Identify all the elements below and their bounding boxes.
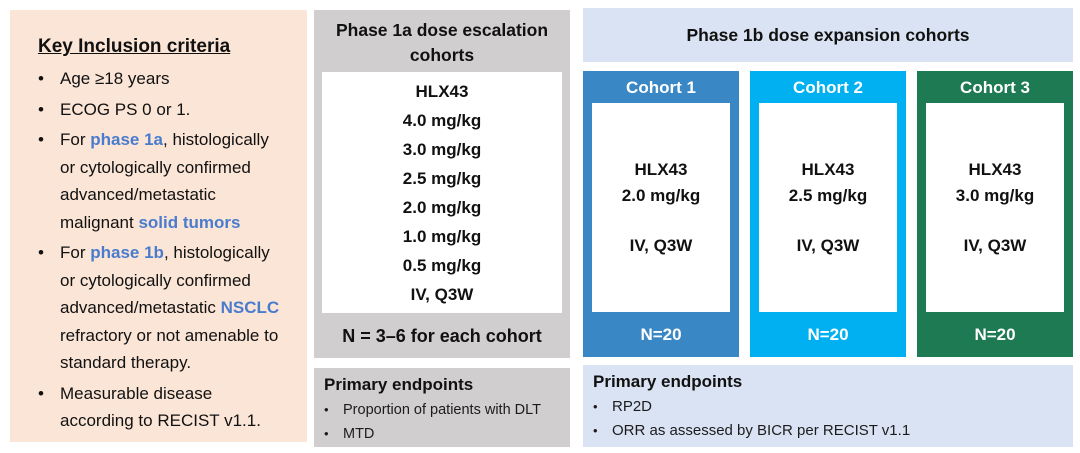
inclusion-criteria-panel: Key Inclusion criteria • Age ≥18 years • EC… <box>10 10 307 442</box>
phase1a-dose-level: 2.5 mg/kg <box>402 168 482 188</box>
phase1a-schedule: IV, Q3W <box>410 284 474 304</box>
phase1b-endpoints-box: Primary endpoints • RP2D • ORR as assessed … <box>583 365 1073 447</box>
bullet-marker: • <box>593 423 598 438</box>
cohort-drug-name: HLX43 <box>968 159 1022 179</box>
cohort-dose: 3.0 mg/kg <box>955 185 1035 205</box>
plain-text: refractory or not amenable to standard t… <box>60 325 279 373</box>
cohort-dose: 2.0 mg/kg <box>621 185 701 205</box>
bullet-marker: • <box>593 399 598 414</box>
endpoint-text: ORR as assessed by BICR per RECIST v1.1 <box>612 422 911 439</box>
cohort-dose: 2.5 mg/kg <box>788 185 868 205</box>
inclusion-criteria-title: Key Inclusion criteria <box>38 36 231 57</box>
bullet-marker: • <box>38 243 44 262</box>
cohort-header: Cohort 1 <box>626 78 696 97</box>
bullet-marker: • <box>38 383 44 403</box>
cohort-schedule: IV, Q3W <box>796 235 860 255</box>
phase1a-dose-level: 2.0 mg/kg <box>402 197 482 217</box>
endpoint-text: RP2D <box>612 398 653 415</box>
cohort-drug-name: HLX43 <box>801 159 855 179</box>
plain-text: ECOG PS 0 or 1. <box>60 99 191 119</box>
phase1a-panel: Phase 1a dose escalation cohorts HLX43 4.… <box>314 10 570 358</box>
endpoint-text: Proportion of patients with DLT <box>343 402 541 418</box>
phase1a-endpoints-list: • Proportion of patients with DLT • MTD <box>324 398 562 446</box>
plain-text: , histologically or cytologically confir… <box>60 243 270 317</box>
plain-text: , histologically or cytologically confir… <box>60 130 269 232</box>
inclusion-bullet-text: ECOG PS 0 or 1. <box>60 96 190 124</box>
inclusion-bullet-item: • For phase 1a, histologically or cytolog… <box>38 126 291 236</box>
phase1a-dose-level: 3.0 mg/kg <box>402 139 482 159</box>
phase1a-endpoints-box: Primary endpoints • Proportion of patient… <box>314 368 570 447</box>
highlighted-term: NSCLC <box>220 298 280 317</box>
endpoint-item: • ORR as assessed by BICR per RECIST v1.1 <box>593 419 1065 443</box>
phase1a-drug-name: HLX43 <box>415 81 469 101</box>
bullet-marker: • <box>38 130 44 149</box>
inclusion-bullet-item: • ECOG PS 0 or 1. <box>38 96 291 124</box>
inclusion-bullet-item: • Measurable disease according to RECIST … <box>38 380 291 435</box>
phase1a-dose-box: HLX43 4.0 mg/kg 3.0 mg/kg 2.5 mg/kg 2.0 mg/k… <box>322 72 562 313</box>
cohort-header: Cohort 2 <box>793 78 863 97</box>
cohort-n-badge: N=20 <box>807 324 849 344</box>
plain-text: Age ≥18 years <box>60 69 170 88</box>
plain-text: For <box>60 243 91 262</box>
cohort-header: Cohort 3 <box>960 78 1030 97</box>
bullet-marker: • <box>38 99 44 119</box>
inclusion-bullet-item: • For phase 1b, histologically or cytolog… <box>38 239 291 377</box>
plain-text: Measurable disease according to RECIST v… <box>60 383 261 431</box>
highlighted-term: phase 1b <box>90 243 164 262</box>
highlighted-term: phase 1a <box>90 130 163 149</box>
phase1a-dose-level: 4.0 mg/kg <box>402 110 482 130</box>
cohort-n-badge: N=20 <box>974 324 1016 344</box>
endpoint-item: • MTD <box>324 422 562 446</box>
endpoint-item: • Proportion of patients with DLT <box>324 398 562 422</box>
bullet-marker: • <box>324 426 329 441</box>
cohort-n-badge: N=20 <box>640 324 682 344</box>
phase1b-endpoints-list: • RP2D • ORR as assessed by BICR per RECIST… <box>593 395 1065 443</box>
cohort-schedule: IV, Q3W <box>629 235 693 255</box>
inclusion-bullet-text: For phase 1a, histologically or cytologi… <box>60 126 284 236</box>
phase1a-dose-level: 1.0 mg/kg <box>402 226 482 246</box>
endpoint-item: • RP2D <box>593 395 1065 419</box>
phase1a-endpoints-title: Primary endpoints <box>324 375 474 394</box>
inclusion-list: • Age ≥18 years • ECOG PS 0 or 1. • For phase… <box>38 65 291 435</box>
phase1a-n-note: N = 3–6 for each cohort <box>342 326 542 346</box>
cohort-schedule: IV, Q3W <box>963 235 1027 255</box>
bullet-marker: • <box>324 402 329 417</box>
phase1b-endpoints-title: Primary endpoints <box>593 372 743 391</box>
endpoint-text: MTD <box>343 426 375 442</box>
phase1a-header: Phase 1a dose escalation cohorts <box>335 20 549 65</box>
cohort-drug-name: HLX43 <box>634 159 688 179</box>
bullet-marker: • <box>38 69 44 88</box>
plain-text: For <box>60 130 91 149</box>
inclusion-bullet-text: Measurable disease according to RECIST v… <box>60 380 284 435</box>
inclusion-bullet-item: • Age ≥18 years <box>38 65 291 93</box>
phase1a-dose-level: 0.5 mg/kg <box>402 255 482 275</box>
inclusion-bullet-text: For phase 1b, histologically or cytologi… <box>60 239 284 377</box>
phase1b-header: Phase 1b dose expansion cohorts <box>583 8 1073 62</box>
highlighted-term: solid tumors <box>138 212 241 232</box>
inclusion-bullet-text: Age ≥18 years <box>60 65 170 93</box>
